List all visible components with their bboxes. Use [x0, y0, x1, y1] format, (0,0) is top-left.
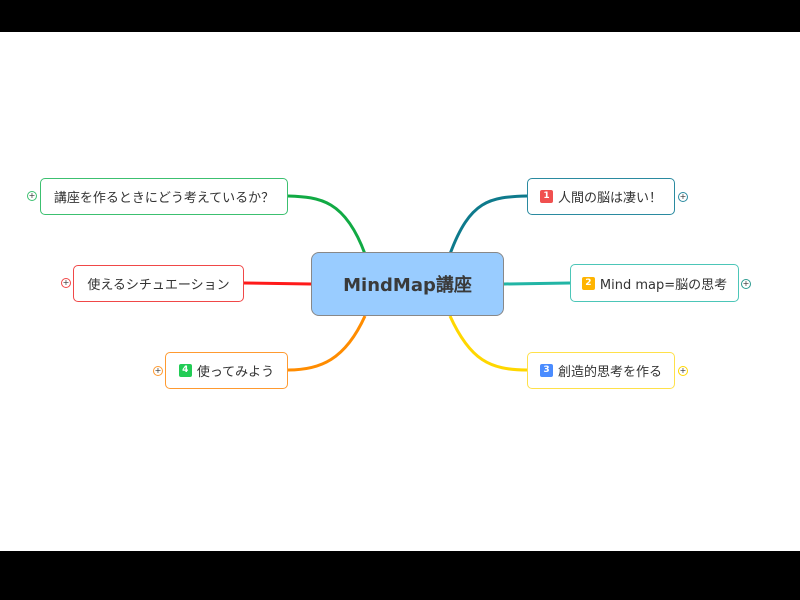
topic-left-2[interactable]: 使えるシチュエーション — [73, 265, 244, 302]
connector-left-3 — [287, 315, 367, 372]
expand-icon[interactable]: + — [61, 278, 71, 288]
topic-label: 講座を作るときにどう考えているか？ — [53, 191, 275, 206]
letterbox-bottom — [0, 551, 800, 600]
expand-icon[interactable]: + — [741, 279, 751, 289]
topic-label: 創造的思考を作る — [557, 365, 662, 380]
connector-left-1 — [287, 194, 367, 255]
expand-icon[interactable]: + — [678, 366, 688, 376]
priority-badge: 1 — [539, 190, 553, 203]
topic-1[interactable]: 1 人間の脳は凄い！ — [527, 178, 675, 215]
central-topic-label: MindMap講座 — [343, 275, 472, 296]
topic-label: 使ってみよう — [196, 365, 275, 380]
topic-left-3[interactable]: 4 使ってみよう — [165, 352, 288, 389]
topic-3[interactable]: 3 創造的思考を作る — [527, 352, 675, 389]
topic-label: 使えるシチュエーション — [87, 278, 230, 293]
topic-left-1[interactable]: 講座を作るときにどう考えているか？ — [40, 178, 288, 215]
priority-badge: 3 — [539, 364, 553, 377]
letterbox-top — [0, 0, 800, 32]
expand-icon[interactable]: + — [153, 366, 163, 376]
connector-3 — [448, 315, 528, 372]
topic-label: 人間の脳は凄い！ — [557, 191, 662, 206]
connector-2 — [503, 281, 571, 286]
priority-badge: 4 — [178, 364, 192, 377]
topic-2[interactable]: 2 Mind map=脳の思考 — [570, 264, 739, 302]
connector-1 — [448, 194, 528, 255]
expand-icon[interactable]: + — [678, 192, 688, 202]
connector-left-2 — [243, 281, 312, 286]
expand-icon[interactable]: + — [27, 191, 37, 201]
topic-label: Mind map=脳の思考 — [599, 277, 728, 293]
priority-badge: 2 — [581, 276, 595, 290]
central-topic[interactable]: MindMap講座 — [311, 252, 504, 316]
